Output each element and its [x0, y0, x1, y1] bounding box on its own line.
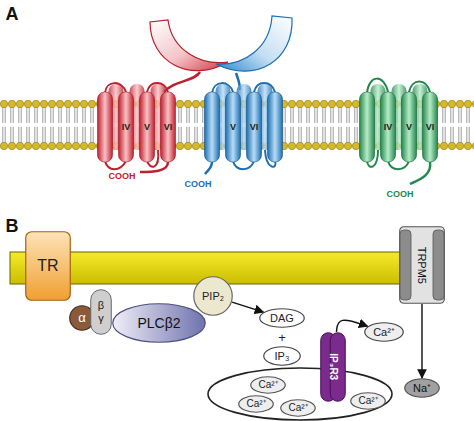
panel-letter: A — [6, 5, 19, 23]
node-text-holder: Ca²⁺ — [238, 395, 274, 413]
ion-oval: Ca²⁺ — [250, 376, 286, 394]
arrow-connector — [232, 302, 263, 312]
venus-flytrap-domains — [150, 16, 292, 92]
green-receptor — [360, 79, 438, 184]
helix-number: V — [406, 123, 412, 132]
messenger-oval: IP₃ — [263, 346, 301, 366]
node-text: Ca²⁺ — [373, 326, 395, 339]
node-text: PLCβ2 — [137, 315, 180, 331]
node-text: γ — [98, 312, 104, 325]
ion-oval: Ca²⁺ — [364, 322, 404, 342]
red-receptor — [98, 83, 176, 172]
node-text-holder: Ca²⁺ — [350, 392, 386, 410]
ion-oval: Na⁺ — [404, 378, 440, 398]
lipid-circle: PIP₂ — [193, 276, 233, 316]
node-text-holder: PIP₂ — [193, 276, 233, 316]
ion-channel: TRPM5 — [399, 226, 445, 304]
node-text: Na⁺ — [413, 382, 431, 395]
node-text: Ca²⁺ — [288, 402, 307, 414]
arrow-connector — [421, 304, 422, 378]
node-text-holder: βγ — [90, 289, 112, 335]
g-beta-gamma: βγ — [90, 289, 112, 335]
helix-number: VI — [250, 123, 259, 132]
arrow-connector — [336, 320, 367, 332]
ion-oval: Ca²⁺ — [238, 395, 274, 413]
ion-oval: Ca²⁺ — [280, 399, 316, 417]
node-text-holder: Ca²⁺ — [364, 322, 404, 342]
node-text-holder: DAG — [259, 308, 305, 328]
helix-number: VI — [164, 123, 173, 132]
node-text: DAG — [270, 312, 294, 325]
ion-oval: Ca²⁺ — [350, 392, 386, 410]
blue-receptor — [205, 83, 283, 174]
enzyme-oval: PLCβ2 — [112, 303, 206, 343]
node-text-holder: IP₃ — [263, 346, 301, 366]
node-text: TR — [37, 257, 58, 275]
helix-number: V — [144, 123, 150, 132]
node-text: IP₃R3 — [327, 354, 339, 381]
er-store — [208, 368, 392, 420]
panel-letter: B — [6, 217, 19, 235]
node-text-holder: TRPM5 — [399, 226, 445, 304]
helix-number: IV — [122, 123, 131, 132]
node-text: Ca²⁺ — [358, 395, 377, 407]
node-text: Ca²⁺ — [246, 398, 265, 410]
cell-membrane — [10, 252, 440, 284]
plus-sign: + — [278, 331, 286, 344]
helix-number: IV — [384, 123, 393, 132]
terminus-label: COOH — [387, 190, 414, 199]
node-text-holder: Ca²⁺ — [280, 399, 316, 417]
node-text-holder: TR — [25, 231, 71, 301]
helix-number: VI — [426, 123, 435, 132]
node-text-holder: IP₃R3 — [320, 332, 346, 402]
er-channel: IP₃R3 — [320, 332, 346, 402]
node-text: IP₃ — [275, 350, 290, 363]
node-text: Ca²⁺ — [258, 379, 277, 391]
node-text-holder: Na⁺ — [404, 378, 440, 398]
receptor-box: TR — [25, 231, 71, 301]
node-text: α — [78, 311, 86, 326]
terminus-label: COOH — [109, 172, 136, 181]
node-text-holder: PLCβ2 — [112, 303, 206, 343]
messenger-oval: DAG — [259, 308, 305, 328]
helix-number: V — [230, 123, 236, 132]
node-text: PIP₂ — [202, 290, 224, 303]
node-text-holder: Ca²⁺ — [250, 376, 286, 394]
node-text: β — [98, 299, 104, 312]
terminus-label: COOH — [185, 180, 212, 189]
node-text: TRPM5 — [416, 246, 429, 283]
